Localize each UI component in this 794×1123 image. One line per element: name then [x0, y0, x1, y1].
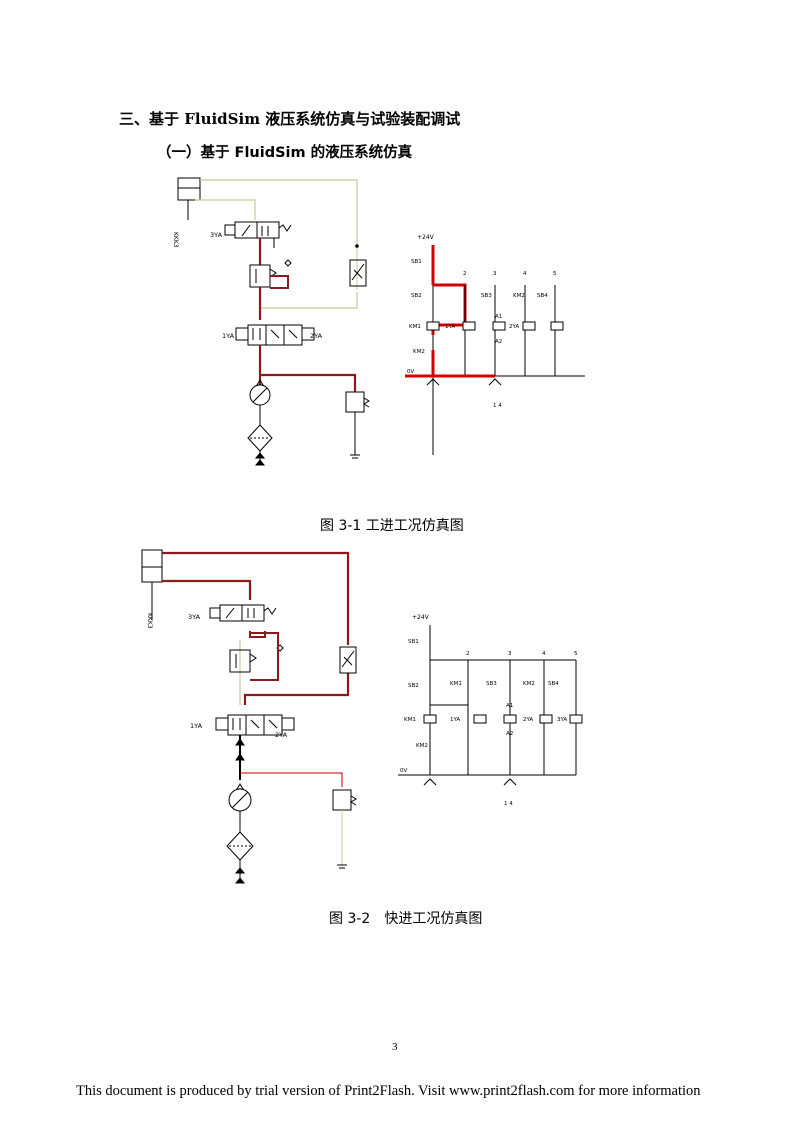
- label-km2: KM2: [413, 349, 425, 355]
- svg-text:3: 3: [493, 271, 497, 277]
- electrical-circuit: +24V SB1 SB2 KM1 KM2 0V SB3 KM2 SB4 1YA …: [405, 234, 585, 455]
- label-1ya: 1YA: [190, 722, 203, 730]
- svg-text:3: 3: [508, 651, 512, 657]
- figure-3-2-caption: 图 3-2 快进工况仿真图: [329, 911, 483, 927]
- label-3ya-coil: 3YA: [557, 717, 567, 723]
- hydraulic-circuit: KKK3 3YA 1YA 2YA: [172, 177, 370, 466]
- label-3ya: 3YA: [210, 231, 223, 239]
- label-0v: 0V: [400, 768, 407, 774]
- electrical-circuit: +24V SB1 SB2 KM1 KM2 0V KM1 SB3 KM2 SB4 …: [398, 614, 583, 807]
- label-2ya: 2YA: [310, 332, 323, 340]
- svg-text:1 4: 1 4: [493, 403, 502, 409]
- label-a2: A2: [495, 339, 502, 345]
- label-2ya-coil: 2YA: [509, 324, 519, 330]
- cylinder-tag: KKK3: [172, 232, 179, 248]
- label-1ya-coil: 1YA: [445, 324, 455, 330]
- label-sb3: SB3: [481, 293, 492, 299]
- label-a2: A2: [506, 731, 513, 737]
- label-1ya: 1YA: [222, 332, 235, 340]
- label-sb3: SB3: [486, 681, 497, 687]
- label-3ya: 3YA: [188, 613, 201, 621]
- label-km1: KM1: [409, 324, 421, 330]
- svg-text:5: 5: [553, 271, 557, 277]
- label-24v: +24V: [412, 614, 430, 621]
- page-number: 3: [392, 1041, 398, 1053]
- label-0v: 0V: [407, 369, 414, 375]
- figure-3-2-diagram: KKK3 3YA 1YA 2YA: [141, 549, 583, 884]
- figure-3-1-diagram: KKK3 3YA 1YA 2YA: [172, 177, 585, 466]
- label-km2-contact: KM2: [523, 681, 535, 687]
- subsection-heading: （一）基于 FluidSim 的液压系统仿真: [157, 145, 413, 161]
- label-sb4: SB4: [548, 681, 559, 687]
- svg-text:2: 2: [463, 271, 467, 277]
- label-2ya: 2YA: [275, 731, 288, 739]
- hydraulic-cylinder: [177, 177, 201, 201]
- svg-text:2: 2: [466, 651, 470, 657]
- label-km1-contact: KM1: [450, 681, 462, 687]
- label-a1: A1: [506, 703, 513, 709]
- label-km2-contact: KM2: [513, 293, 525, 299]
- hydraulic-circuit: KKK3 3YA 1YA 2YA: [141, 549, 357, 884]
- label-a1: A1: [495, 314, 502, 320]
- hydraulic-cylinder: [141, 549, 163, 583]
- label-1ya-coil: 1YA: [450, 717, 460, 723]
- section-heading: 三、基于 FluidSim 液压系统仿真与试验装配调试: [119, 110, 461, 128]
- label-km1: KM1: [404, 717, 416, 723]
- label-24v: +24V: [417, 234, 435, 241]
- label-km2: KM2: [416, 743, 428, 749]
- label-sb1: SB1: [411, 259, 422, 265]
- svg-text:4: 4: [523, 271, 527, 277]
- svg-text:4: 4: [542, 651, 546, 657]
- cylinder-tag: KKK3: [146, 613, 153, 629]
- figure-3-1-caption: 图 3-1 工进工况仿真图: [320, 518, 464, 534]
- label-2ya-coil: 2YA: [523, 717, 533, 723]
- svg-text:5: 5: [574, 651, 578, 657]
- label-sb1: SB1: [408, 639, 419, 645]
- svg-text:1 4: 1 4: [504, 801, 513, 807]
- label-sb2: SB2: [411, 293, 422, 299]
- trial-watermark-footer: This document is produced by trial versi…: [76, 1083, 701, 1099]
- label-sb2: SB2: [408, 683, 419, 689]
- label-sb4: SB4: [537, 293, 548, 299]
